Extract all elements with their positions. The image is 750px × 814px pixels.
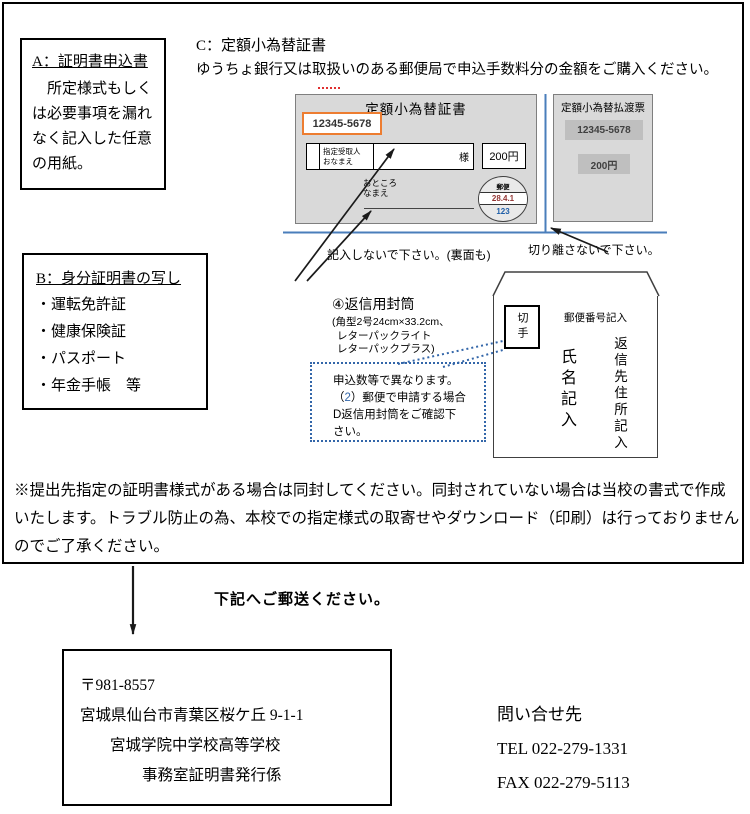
payee-label: 指定受取人 おなまえ — [320, 144, 374, 169]
certificate-amount: 200円 — [482, 143, 526, 169]
payee-blank-field: 様 — [374, 144, 473, 169]
stub-amount: 200円 — [578, 154, 630, 174]
name-write-label: 氏名記入 — [558, 348, 575, 432]
callout-line2-text: ）郵便で申請する場合 — [350, 392, 466, 404]
contact-tel: TEL 022-279-1331 — [497, 739, 629, 758]
section-b-box: B：身分証明書の写し ・運転免許証 ・健康保険証 ・パスポート ・年金手帳 等 — [22, 253, 208, 410]
note-do-not-cut: 切り離さないで下さい。 — [528, 243, 660, 257]
address-line1: 宮城県仙台市青葉区桜ケ丘 9-1-1 — [80, 707, 304, 724]
stub-title: 定額小為替払渡票 — [561, 102, 645, 114]
id-item-drivers-license: ・運転免許証 — [36, 297, 127, 313]
envelope-size-line1: (角型2号24cm×33.2cm、 — [332, 316, 450, 328]
red-scribble-mark — [318, 87, 340, 89]
section-b-title: B：身分証明書の写し — [36, 271, 182, 287]
section-c-title: C：定額小為替証書 — [196, 38, 327, 54]
contact-fax: FAX 022-279-5113 — [497, 773, 630, 792]
postal-code: 〒981-8557 — [80, 677, 155, 694]
honorific-label: 様 — [459, 153, 469, 164]
callout-line2: （2）郵便で申請する場合 — [333, 390, 480, 407]
footnote-text: ※提出先指定の証明書様式がある場合は同封してください。同封されていない場合は当校… — [14, 482, 740, 555]
callout-line3: D返信用封筒をご確認下 — [333, 409, 457, 421]
section-a-title: A：証明書申込書 — [32, 54, 148, 70]
address-label: おところ なまえ — [363, 178, 398, 198]
id-item-pension-book: ・年金手帳 等 — [36, 378, 142, 394]
postmark-number: 123 — [496, 207, 510, 216]
envelope-section-title: ④返信用封筒 — [332, 296, 415, 312]
mail-instruction: 下記へご郵送ください。 — [214, 591, 391, 608]
return-envelope: 切手 郵便番号記入 返信先住所記入 氏名記入 — [493, 295, 658, 458]
instructions-frame — [2, 2, 744, 564]
envelope-size-line3: レターパックプラス) — [337, 343, 435, 355]
callout-note-box: 申込数等で異なります。 （2）郵便で申請する場合 D返信用封筒をご確認下 さい。 — [310, 362, 486, 442]
id-item-passport: ・パスポート — [36, 351, 127, 367]
payee-field: 指定受取人 おなまえ 様 — [306, 143, 474, 170]
postmark-date: 28.4.1 — [479, 192, 527, 205]
address-blank-line — [364, 208, 474, 209]
certificate-serial: 12345-5678 — [302, 112, 382, 135]
mailing-address-box: 〒981-8557 宮城県仙台市青葉区桜ケ丘 9-1-1 宮城学院中学校高等学校… — [62, 649, 392, 806]
payee-checkbox-cell — [307, 144, 320, 169]
callout-number: 2 — [344, 392, 351, 404]
postal-code-write-label: 郵便番号記入 — [564, 312, 627, 324]
contact-info: 問い合せ先 TEL 022-279-1331 FAX 022-279-5113 — [497, 698, 630, 800]
address-line2: 宮城学院中学校高等学校 — [110, 737, 281, 754]
section-c-subtitle: ゆうちょ銀行又は取扱いのある郵便局で申込手数料分の金額をご購入ください。 — [196, 62, 718, 78]
return-address-write-label: 返信先住所記入 — [612, 336, 627, 452]
envelope-size-line2: レターパックライト — [337, 329, 432, 342]
section-a-body: 所定様式もしくは必要事項を漏れなく記入した任意の用紙。 — [32, 81, 153, 172]
callout-line4: さい。 — [333, 426, 368, 438]
money-order-stub: 定額小為替払渡票 12345-5678 200円 — [553, 94, 653, 222]
envelope-size-note: (角型2号24cm×33.2cm、 レターパックライト レターパックプラス) — [332, 316, 450, 357]
postmark-office: 郵便 — [496, 184, 510, 191]
id-item-health-insurance: ・健康保険証 — [36, 324, 127, 340]
callout-paren-open: （ — [333, 392, 345, 404]
contact-title: 問い合せ先 — [497, 705, 582, 724]
certificate-title: 定額小為替証書 — [365, 102, 467, 117]
note-do-not-write: 記入しないで下さい。(裏面も) — [327, 248, 491, 262]
stamp-box: 切手 — [504, 305, 540, 349]
address-line3: 事務室証明書発行係 — [142, 767, 282, 784]
callout-line1: 申込数等で異なります。 — [333, 375, 459, 387]
money-order-certificate: 定額小為替証書 12345-5678 指定受取人 おなまえ 様 200円 おとこ… — [295, 94, 537, 224]
section-a-box: A：証明書申込書 所定様式もしくは必要事項を漏れなく記入した任意の用紙。 — [20, 38, 166, 190]
stub-serial: 12345-5678 — [565, 120, 643, 140]
postmark-stamp: 郵便 28.4.1 123 — [478, 176, 528, 222]
